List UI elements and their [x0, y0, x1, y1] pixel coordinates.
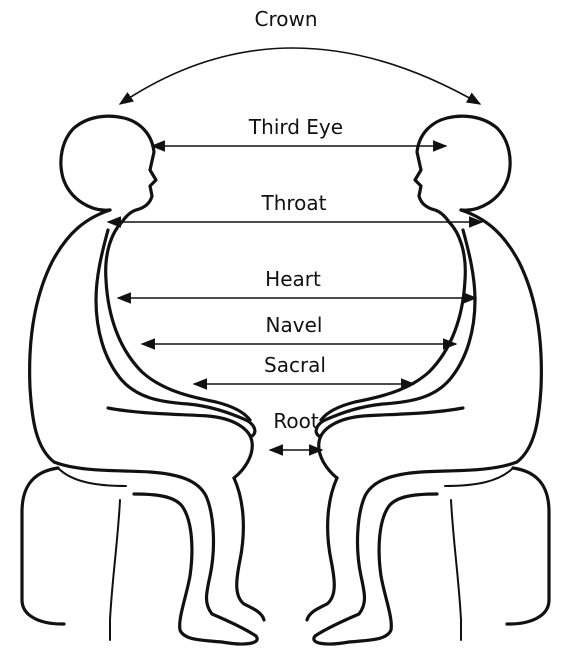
navel-label: Navel — [266, 313, 323, 337]
throat-label: Throat — [260, 191, 326, 215]
left-inner-leg — [234, 478, 264, 620]
right-arm — [316, 230, 475, 436]
right-inner-leg — [307, 478, 337, 620]
right-torso-front — [321, 222, 465, 420]
third-eye-label: Third Eye — [248, 115, 343, 139]
left-arm — [96, 230, 255, 436]
crown-arc-arrow — [120, 48, 480, 104]
left-head — [61, 116, 156, 222]
right-body-outline — [314, 210, 542, 644]
sacral-label: Sacral — [264, 353, 326, 377]
left-stool — [22, 468, 64, 624]
right-thigh — [319, 408, 463, 478]
right-head — [415, 116, 510, 222]
left-leg-crease — [110, 500, 120, 640]
left-seated-figure — [22, 116, 264, 644]
crown-label: Crown — [254, 7, 317, 31]
left-torso-front — [106, 222, 250, 420]
left-thigh — [108, 408, 252, 478]
right-stool — [507, 468, 549, 624]
right-seated-figure — [307, 116, 549, 644]
heart-label: Heart — [265, 267, 321, 291]
left-body-outline — [30, 210, 258, 644]
root-label: Root — [273, 409, 318, 433]
right-leg-crease — [451, 500, 461, 640]
